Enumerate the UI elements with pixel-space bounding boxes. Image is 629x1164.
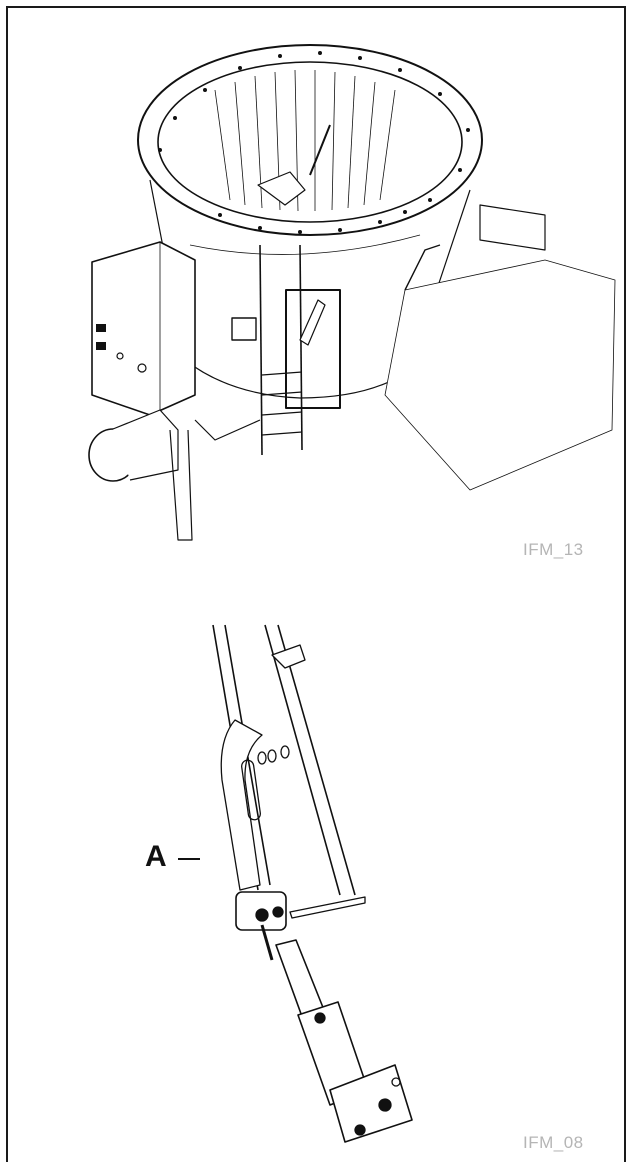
callout-a-leader-line xyxy=(178,858,200,860)
callout-a: A xyxy=(145,840,167,873)
mixer-overview-illustration xyxy=(88,44,616,541)
figure-label-ifm-13: IFM_13 xyxy=(523,540,584,559)
figure-label-ifm-08: IFM_08 xyxy=(523,1133,584,1152)
page-frame xyxy=(6,6,626,1162)
